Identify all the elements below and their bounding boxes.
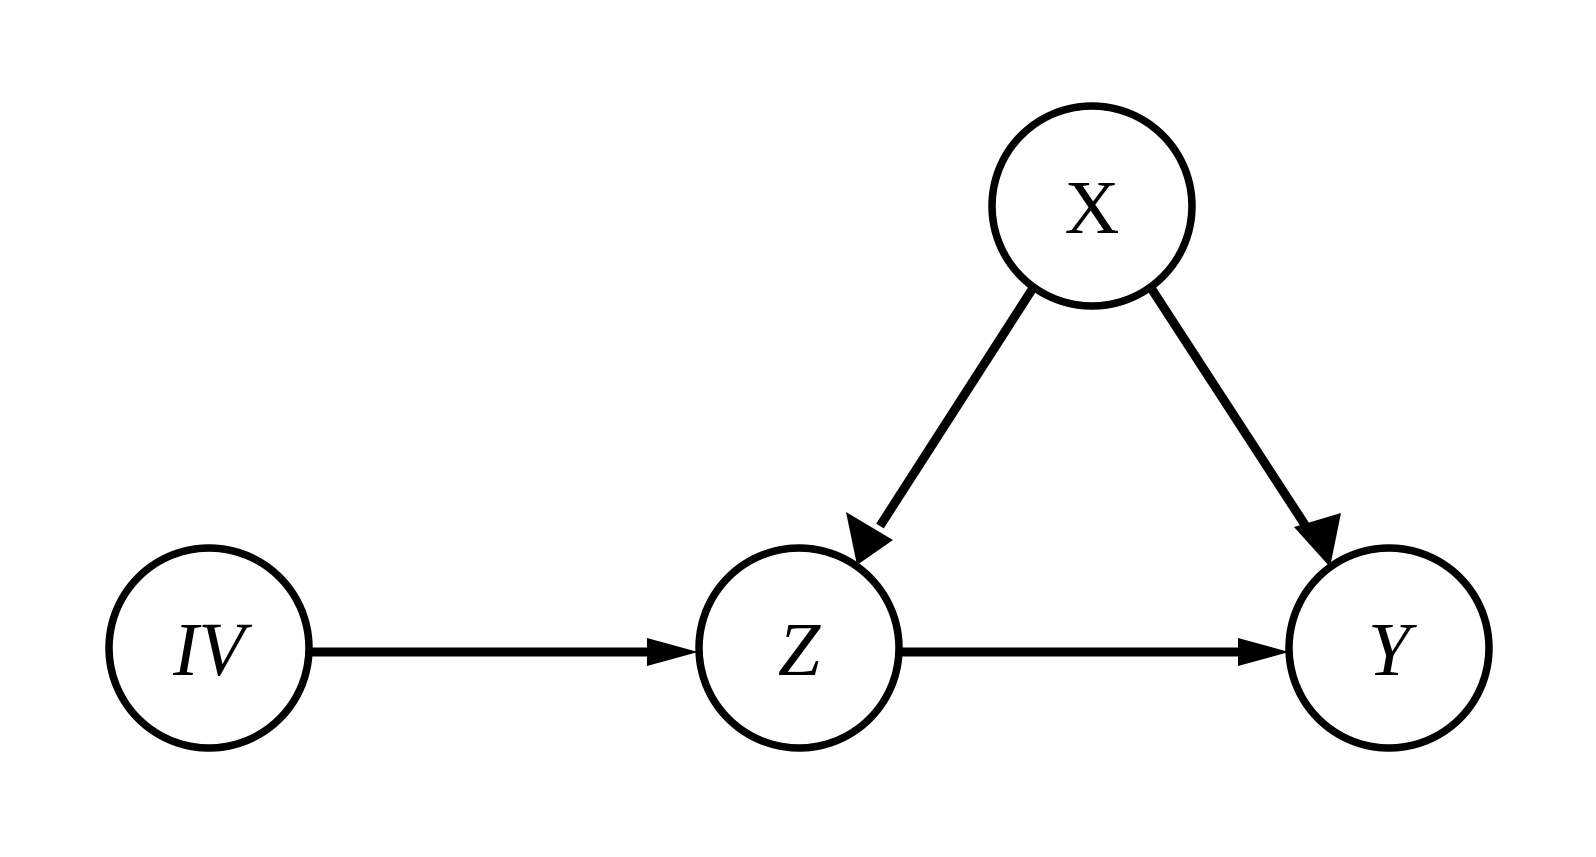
node-y-circle <box>1285 544 1493 752</box>
node-x[interactable]: X <box>988 102 1196 310</box>
edge-x-to-y-line <box>1147 285 1311 531</box>
node-z[interactable]: Z <box>695 544 903 752</box>
node-z-circle <box>695 544 903 752</box>
node-z-label: Z <box>778 608 821 692</box>
node-iv[interactable]: IV <box>105 544 313 752</box>
edge-z-to-y[interactable] <box>900 638 1289 666</box>
edge-x-to-z-line <box>876 285 1037 529</box>
edge-iv-to-z[interactable] <box>310 638 698 666</box>
node-x-circle <box>988 102 1196 310</box>
node-iv-label: IV <box>172 608 252 692</box>
edge-z-to-y-arrowhead <box>1238 638 1289 666</box>
node-y-label: Y <box>1368 608 1418 692</box>
node-x-label: X <box>1065 166 1120 250</box>
node-y[interactable]: Y <box>1285 544 1493 752</box>
node-iv-circle <box>105 544 313 752</box>
edge-x-to-z[interactable] <box>846 285 1037 565</box>
edge-x-to-y-arrowhead <box>1294 513 1341 567</box>
edge-x-to-y[interactable] <box>1147 285 1341 567</box>
edge-x-to-z-arrowhead <box>846 512 893 565</box>
edge-iv-to-z-arrowhead <box>647 638 698 666</box>
